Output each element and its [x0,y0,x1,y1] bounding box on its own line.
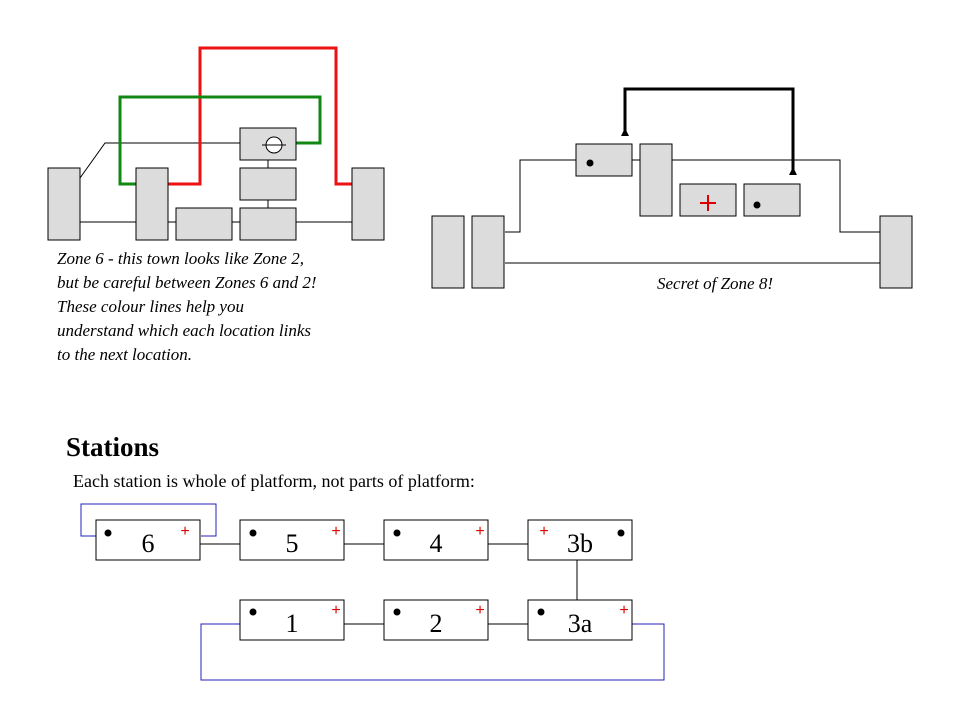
zone8-right-link [672,159,880,233]
stations-diagram: + 6 + 5 + 4 + 3b + 1 [80,503,665,681]
zone6-red-line [168,46,352,186]
zone8-left-link [505,159,576,233]
plus-sign-icon: + [180,523,189,540]
dot-icon [617,529,625,537]
station-label: 2 [430,609,443,638]
zone6-bottom-box-1 [175,207,233,241]
dot-icon [537,608,545,616]
zone6-diagram [47,46,385,241]
zone6-center-box [239,167,297,201]
plus-sign-icon: + [331,602,340,619]
dot-icon [104,529,112,537]
zone6-black-link [79,142,240,179]
dot-icon [249,608,257,616]
dot-icon [249,529,257,537]
zone6-mid-platform [135,167,169,241]
station-4: + 4 [383,519,489,561]
station-label: 5 [286,529,299,558]
station6-loop-line [80,503,217,537]
plus-sign-icon: + [475,523,484,540]
plus-sign-icon: + [539,523,548,540]
zone6-bottom-box-2 [239,207,297,241]
station-5: + 5 [239,519,345,561]
station-label: 4 [430,529,443,558]
stations-subtitle: Each station is whole of platform, not p… [73,471,475,491]
zone8-mid-platform [639,143,673,217]
zone8-dot-box-right [743,183,801,217]
arrow-up-icon [789,167,797,175]
plus-sign-icon: + [331,523,340,540]
zone6-caption-line: to the next location. [57,345,193,364]
station-3b: + 3b [527,519,633,561]
dot-icon [753,201,761,209]
station-label: 6 [142,529,155,558]
plus-sign-icon: + [619,602,628,619]
station-2: + 2 [383,599,489,641]
zone8-right-platform [879,215,913,289]
zone6-right-platform [351,167,385,241]
zone8-dot-box-left [575,143,633,177]
arrow-up-icon [621,128,629,136]
zone6-caption: Zone 6 - this town looks like Zone 2, bu… [57,247,317,367]
zone6-left-platform [47,167,81,241]
zone8-left-platform-1 [431,215,465,289]
plus-sign-icon [700,195,716,211]
zone6-caption-line: understand which each location links [57,321,312,340]
stations-title: Stations [66,432,160,462]
plus-sign-icon: + [475,602,484,619]
zone8-caption: Secret of Zone 8! [657,274,773,293]
dot-icon [586,159,594,167]
station-6: + 6 [95,519,201,561]
station-label: 3b [567,529,593,558]
circle-with-crosshair-icon [262,136,286,154]
station-loop-line [200,623,665,681]
station-label: 1 [286,609,299,638]
station-1: + 1 [239,599,345,641]
dot-icon [393,608,401,616]
station-label: 3a [568,609,593,638]
station-3a: + 3a [527,599,633,641]
zone8-diagram [431,87,913,289]
zone6-caption-line: These colour lines help you [57,297,244,316]
dot-icon [393,529,401,537]
zone8-left-platform-2 [471,215,505,289]
zone6-caption-line: Zone 6 - this town looks like Zone 2, [57,249,304,268]
zone6-green-line [118,95,322,186]
zone8-secret-link [623,87,795,174]
zone6-caption-line: but be careful between Zones 6 and 2! [57,273,317,292]
